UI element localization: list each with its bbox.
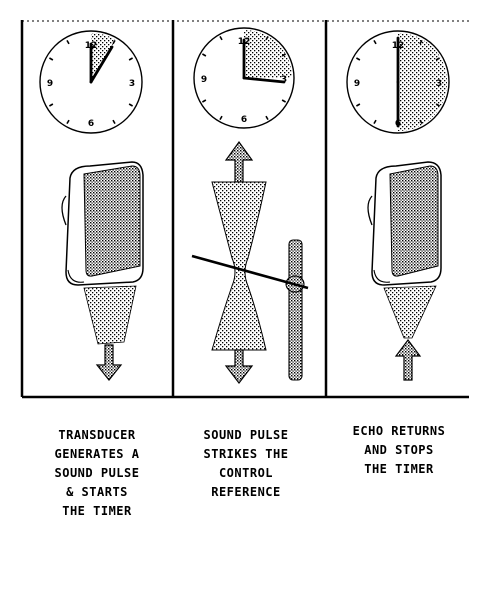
clock-numeral-6: 6: [241, 115, 247, 125]
caption-line: ECHO RETURNS: [352, 424, 446, 438]
caption-line: THE TIMER: [62, 504, 132, 518]
caption-line: CONTROL: [218, 466, 274, 480]
clock-hands: [242, 38, 286, 84]
sound-pulse-beam: [83, 285, 137, 345]
clock-hands: [89, 42, 114, 84]
sound-pulse-column: [211, 181, 267, 351]
clock-numeral-3: 3: [281, 75, 287, 85]
down-arrow-icon: [95, 344, 123, 381]
clock-numeral-9: 9: [354, 79, 360, 89]
panel-3: 12 3 6 9: [346, 30, 450, 381]
clock-ticks: [356, 40, 440, 124]
up-arrow-icon: [224, 140, 254, 183]
panel-1: 12 3 6 9: [39, 30, 144, 381]
clock-numeral-9: 9: [201, 75, 207, 85]
stopwatch-1: 12 3 6 9: [39, 30, 143, 134]
caption-transducer-generates: TRANSDUCER GENERATES A SOUND PULSE & STA…: [22, 426, 172, 521]
caption-echo-returns: ECHO RETURNS AND STOPS THE TIMER: [324, 422, 474, 479]
transducer-1: [61, 161, 144, 286]
stopwatch-2: 12 3 6 9: [193, 27, 295, 129]
stopwatch-3: 12 3 6 9: [346, 30, 450, 134]
panel-frame: [20, 20, 469, 399]
reference-pointer-line: [191, 254, 309, 290]
clock-numeral-3: 3: [129, 79, 135, 89]
caption-line: & STARTS: [66, 485, 128, 499]
caption-sound-pulse-strikes: SOUND PULSE STRIKES THE CONTROL REFERENC…: [171, 426, 321, 502]
clock-ticks: [49, 40, 133, 124]
caption-line: AND STOPS: [364, 443, 434, 457]
clock-numeral-3: 3: [436, 79, 442, 89]
clock-numeral-9: 9: [47, 79, 53, 89]
clock-ticks: [202, 36, 286, 120]
caption-line: GENERATES A: [54, 447, 140, 461]
caption-line: SOUND PULSE: [203, 428, 289, 442]
caption-line: THE TIMER: [364, 462, 434, 476]
up-arrow-icon: [394, 339, 422, 381]
caption-line: STRIKES THE: [203, 447, 289, 461]
caption-line: SOUND PULSE: [54, 466, 140, 480]
clock-numeral-6: 6: [88, 119, 94, 129]
caption-line: TRANSDUCER: [58, 428, 136, 442]
panel-2: 12 3 6 9: [191, 27, 309, 384]
transducer-3: [367, 161, 442, 286]
echo-beam: [383, 285, 437, 339]
caption-line: REFERENCE: [211, 485, 281, 499]
control-reference-rod: [285, 239, 305, 381]
down-arrow-icon: [224, 349, 254, 384]
